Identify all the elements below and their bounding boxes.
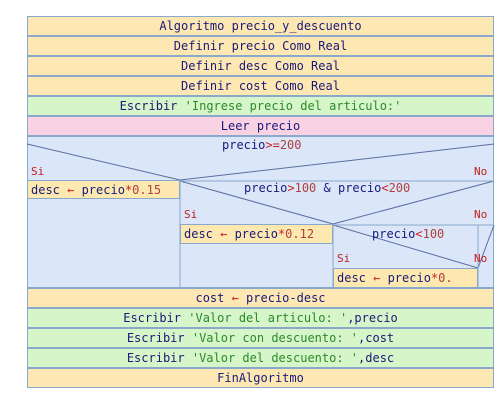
- write3-string: 'Valor del descuento: ': [191, 351, 359, 365]
- write-discount-value-block: Escribir 'Valor del descuento: ',desc: [27, 348, 494, 368]
- if2-no-label: No: [474, 208, 488, 221]
- define-precio-block: Definir precio Como Real: [27, 36, 494, 56]
- algorithm-footer: FinAlgoritmo: [27, 368, 494, 388]
- if1-then-arrow: ←: [67, 183, 75, 197]
- define-cost-block: Definir cost Como Real: [27, 76, 494, 96]
- if3-cond-op: <: [415, 227, 423, 241]
- write2-string: 'Valor con descuento: ': [191, 331, 359, 345]
- if1-no-label: No: [474, 165, 488, 178]
- if3-then-expr: precio: [380, 271, 431, 285]
- if3-then-factor: 0.: [438, 271, 453, 285]
- write-prompt-string: 'Ingrese precio del articulo:': [184, 99, 402, 113]
- if1-then-expr: precio: [74, 183, 125, 197]
- if2-then-var: desc: [184, 227, 221, 241]
- if3-then-mult: *: [430, 271, 439, 285]
- if1-yes-label: Si: [31, 165, 45, 178]
- algorithm-header: Algoritmo precio_y_descuento: [27, 16, 494, 36]
- if2-then-assignment: desc ← precio*0.12: [180, 224, 333, 244]
- write3-var: ,desc: [358, 351, 395, 365]
- if2-yes-label: Si: [184, 208, 198, 221]
- cost-assignment-block: cost ← precio-desc: [27, 288, 494, 308]
- if2-then-expr: precio: [227, 227, 278, 241]
- write3-cmd: Escribir: [126, 351, 192, 365]
- write2-cmd: Escribir: [126, 331, 192, 345]
- if3-cond-var: precio: [372, 227, 416, 241]
- write1-cmd: Escribir: [123, 311, 189, 325]
- algorithm-header-text: Algoritmo precio_y_descuento: [159, 19, 362, 33]
- if1-left-diagonal: [26, 143, 181, 181]
- if1-cond-var: precio: [222, 138, 266, 152]
- if3-yes-label: Si: [337, 252, 351, 265]
- if2-right-diagonal: [332, 180, 495, 225]
- if3-no-label: No: [474, 252, 488, 265]
- if2-cond-var1: precio: [244, 181, 288, 195]
- if3-right-diagonal: [477, 224, 495, 269]
- read-text: Leer precio: [220, 119, 301, 133]
- algorithm-footer-text: FinAlgoritmo: [217, 371, 304, 385]
- write2-var: ,cost: [358, 331, 395, 345]
- if1-cond-op: >=: [265, 138, 280, 152]
- if1-then-mult: *: [124, 183, 133, 197]
- if2-cond-op1: >: [287, 181, 295, 195]
- if1-then-var: desc: [31, 183, 68, 197]
- cost-arrow: ←: [231, 291, 239, 305]
- if2-cond-value2: 200: [388, 181, 411, 195]
- if2-then-arrow: ←: [220, 227, 228, 241]
- write1-var: ,precio: [347, 311, 398, 325]
- write-article-value-block: Escribir 'Valor del articulo: ',precio: [27, 308, 494, 328]
- write-prompt-block: Escribir 'Ingrese precio del articulo:': [27, 96, 494, 116]
- define-desc-text: Definir desc Como Real: [181, 59, 340, 73]
- if2-then-factor: 0.12: [285, 227, 315, 241]
- if1-then-assignment: desc ← precio*0.15: [27, 180, 180, 199]
- if3-then-assignment: desc ← precio*0.: [333, 268, 478, 288]
- write-discounted-value-block: Escribir 'Valor con descuento: ',cost: [27, 328, 494, 348]
- if3-cond-value: 100: [422, 227, 445, 241]
- if2-cond-var2: precio: [337, 181, 382, 195]
- read-block: Leer precio: [27, 116, 494, 136]
- define-desc-block: Definir desc Como Real: [27, 56, 494, 76]
- conditional-region: [27, 136, 494, 288]
- if2-cond-value1: 100: [294, 181, 317, 195]
- if3-left-diagonal: [332, 224, 479, 269]
- define-cost-text: Definir cost Como Real: [181, 79, 340, 93]
- if2-cond-and: &: [316, 181, 338, 195]
- write1-string: 'Valor del articulo: ': [188, 311, 348, 325]
- if3-then-var: desc: [337, 271, 374, 285]
- if1-right-diagonal: [179, 143, 495, 181]
- cost-var: cost: [195, 291, 232, 305]
- if1-condition: precio>=200: [222, 138, 302, 152]
- if2-cond-op2: <: [381, 181, 389, 195]
- if2-then-mult: *: [277, 227, 286, 241]
- if3-then-arrow: ←: [373, 271, 381, 285]
- write-prompt-cmd: Escribir: [119, 99, 185, 113]
- cost-expr: precio-desc: [238, 291, 326, 305]
- if1-cond-value: 200: [279, 138, 302, 152]
- if2-left-diagonal: [179, 180, 334, 225]
- if1-then-factor: 0.15: [132, 183, 162, 197]
- if2-condition: precio>100 & precio<200: [244, 181, 410, 195]
- define-precio-text: Definir precio Como Real: [173, 39, 348, 53]
- if3-condition: precio<100: [372, 227, 444, 241]
